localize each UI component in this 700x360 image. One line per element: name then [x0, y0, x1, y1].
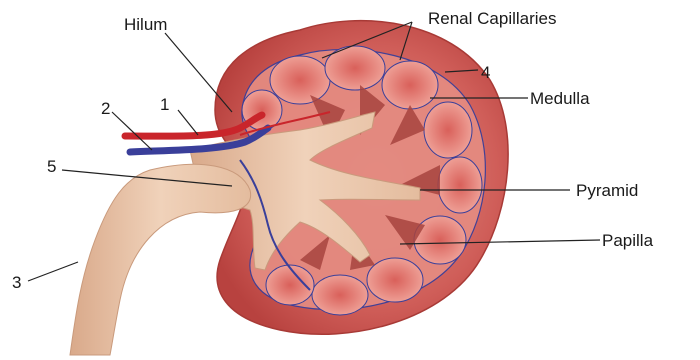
label-number-4: 4 — [481, 64, 490, 81]
label-number-1: 1 — [160, 96, 169, 113]
label-renal-capillaries: Renal Capillaries — [428, 10, 557, 27]
label-papilla: Papilla — [602, 232, 653, 249]
label-pyramid: Pyramid — [576, 182, 638, 199]
label-number-5: 5 — [47, 158, 56, 175]
label-medulla: Medulla — [530, 90, 590, 107]
label-number-2: 2 — [101, 100, 110, 117]
label-hilum: Hilum — [124, 16, 167, 33]
label-number-3: 3 — [12, 274, 21, 291]
